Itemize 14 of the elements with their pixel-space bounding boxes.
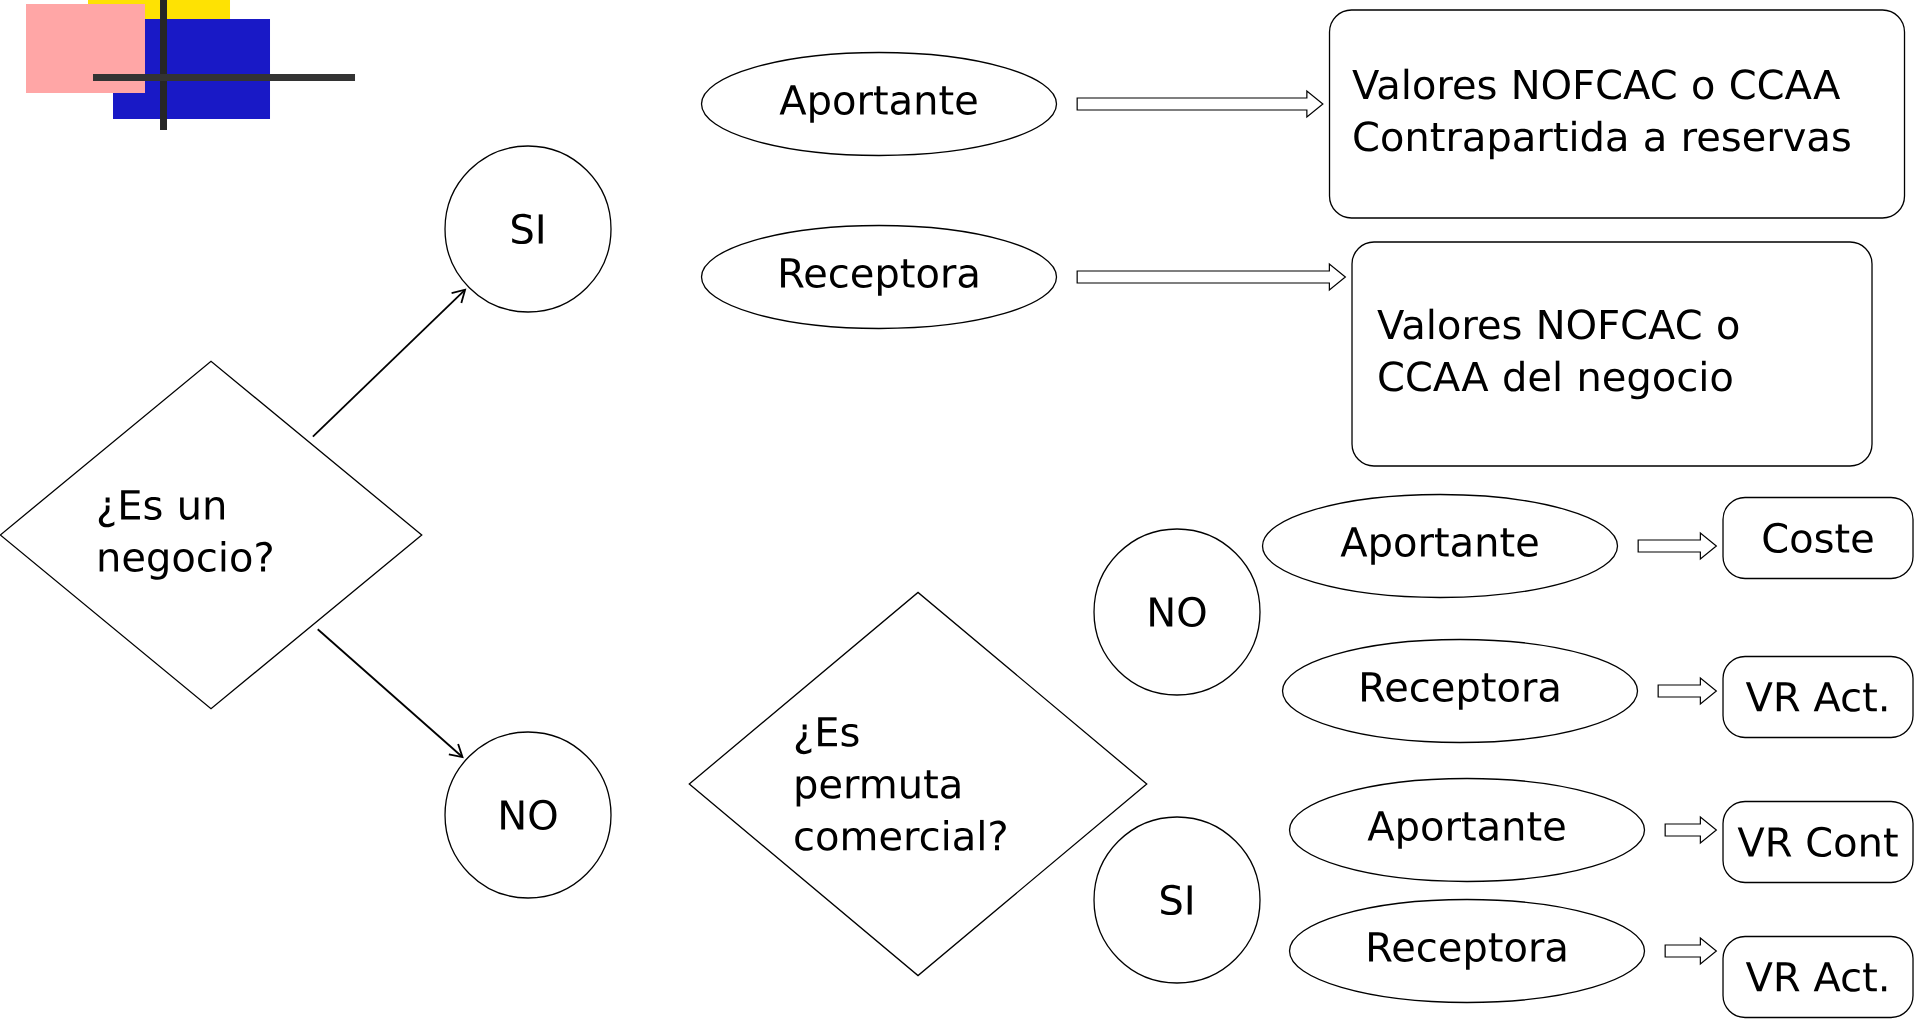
result-box: Valores NOFCAC o CCAA Contrapartida a reservas bbox=[1328, 9, 1906, 219]
block-arrow bbox=[1076, 89, 1324, 119]
result-box: VR Cont bbox=[1722, 800, 1914, 884]
block-arrow bbox=[1076, 262, 1347, 292]
block-arrow bbox=[1664, 936, 1718, 966]
block-arrow bbox=[1664, 815, 1718, 845]
result-box: Valores NOFCAC o CCAA del negocio bbox=[1351, 241, 1873, 467]
result-box: VR Act. bbox=[1722, 655, 1914, 739]
result-box: VR Act. bbox=[1722, 935, 1914, 1019]
block-arrow bbox=[1637, 531, 1718, 561]
block-arrow bbox=[1657, 676, 1718, 706]
result-box: Coste bbox=[1722, 496, 1914, 580]
arrow bbox=[316, 628, 464, 759]
arrow bbox=[312, 288, 467, 438]
